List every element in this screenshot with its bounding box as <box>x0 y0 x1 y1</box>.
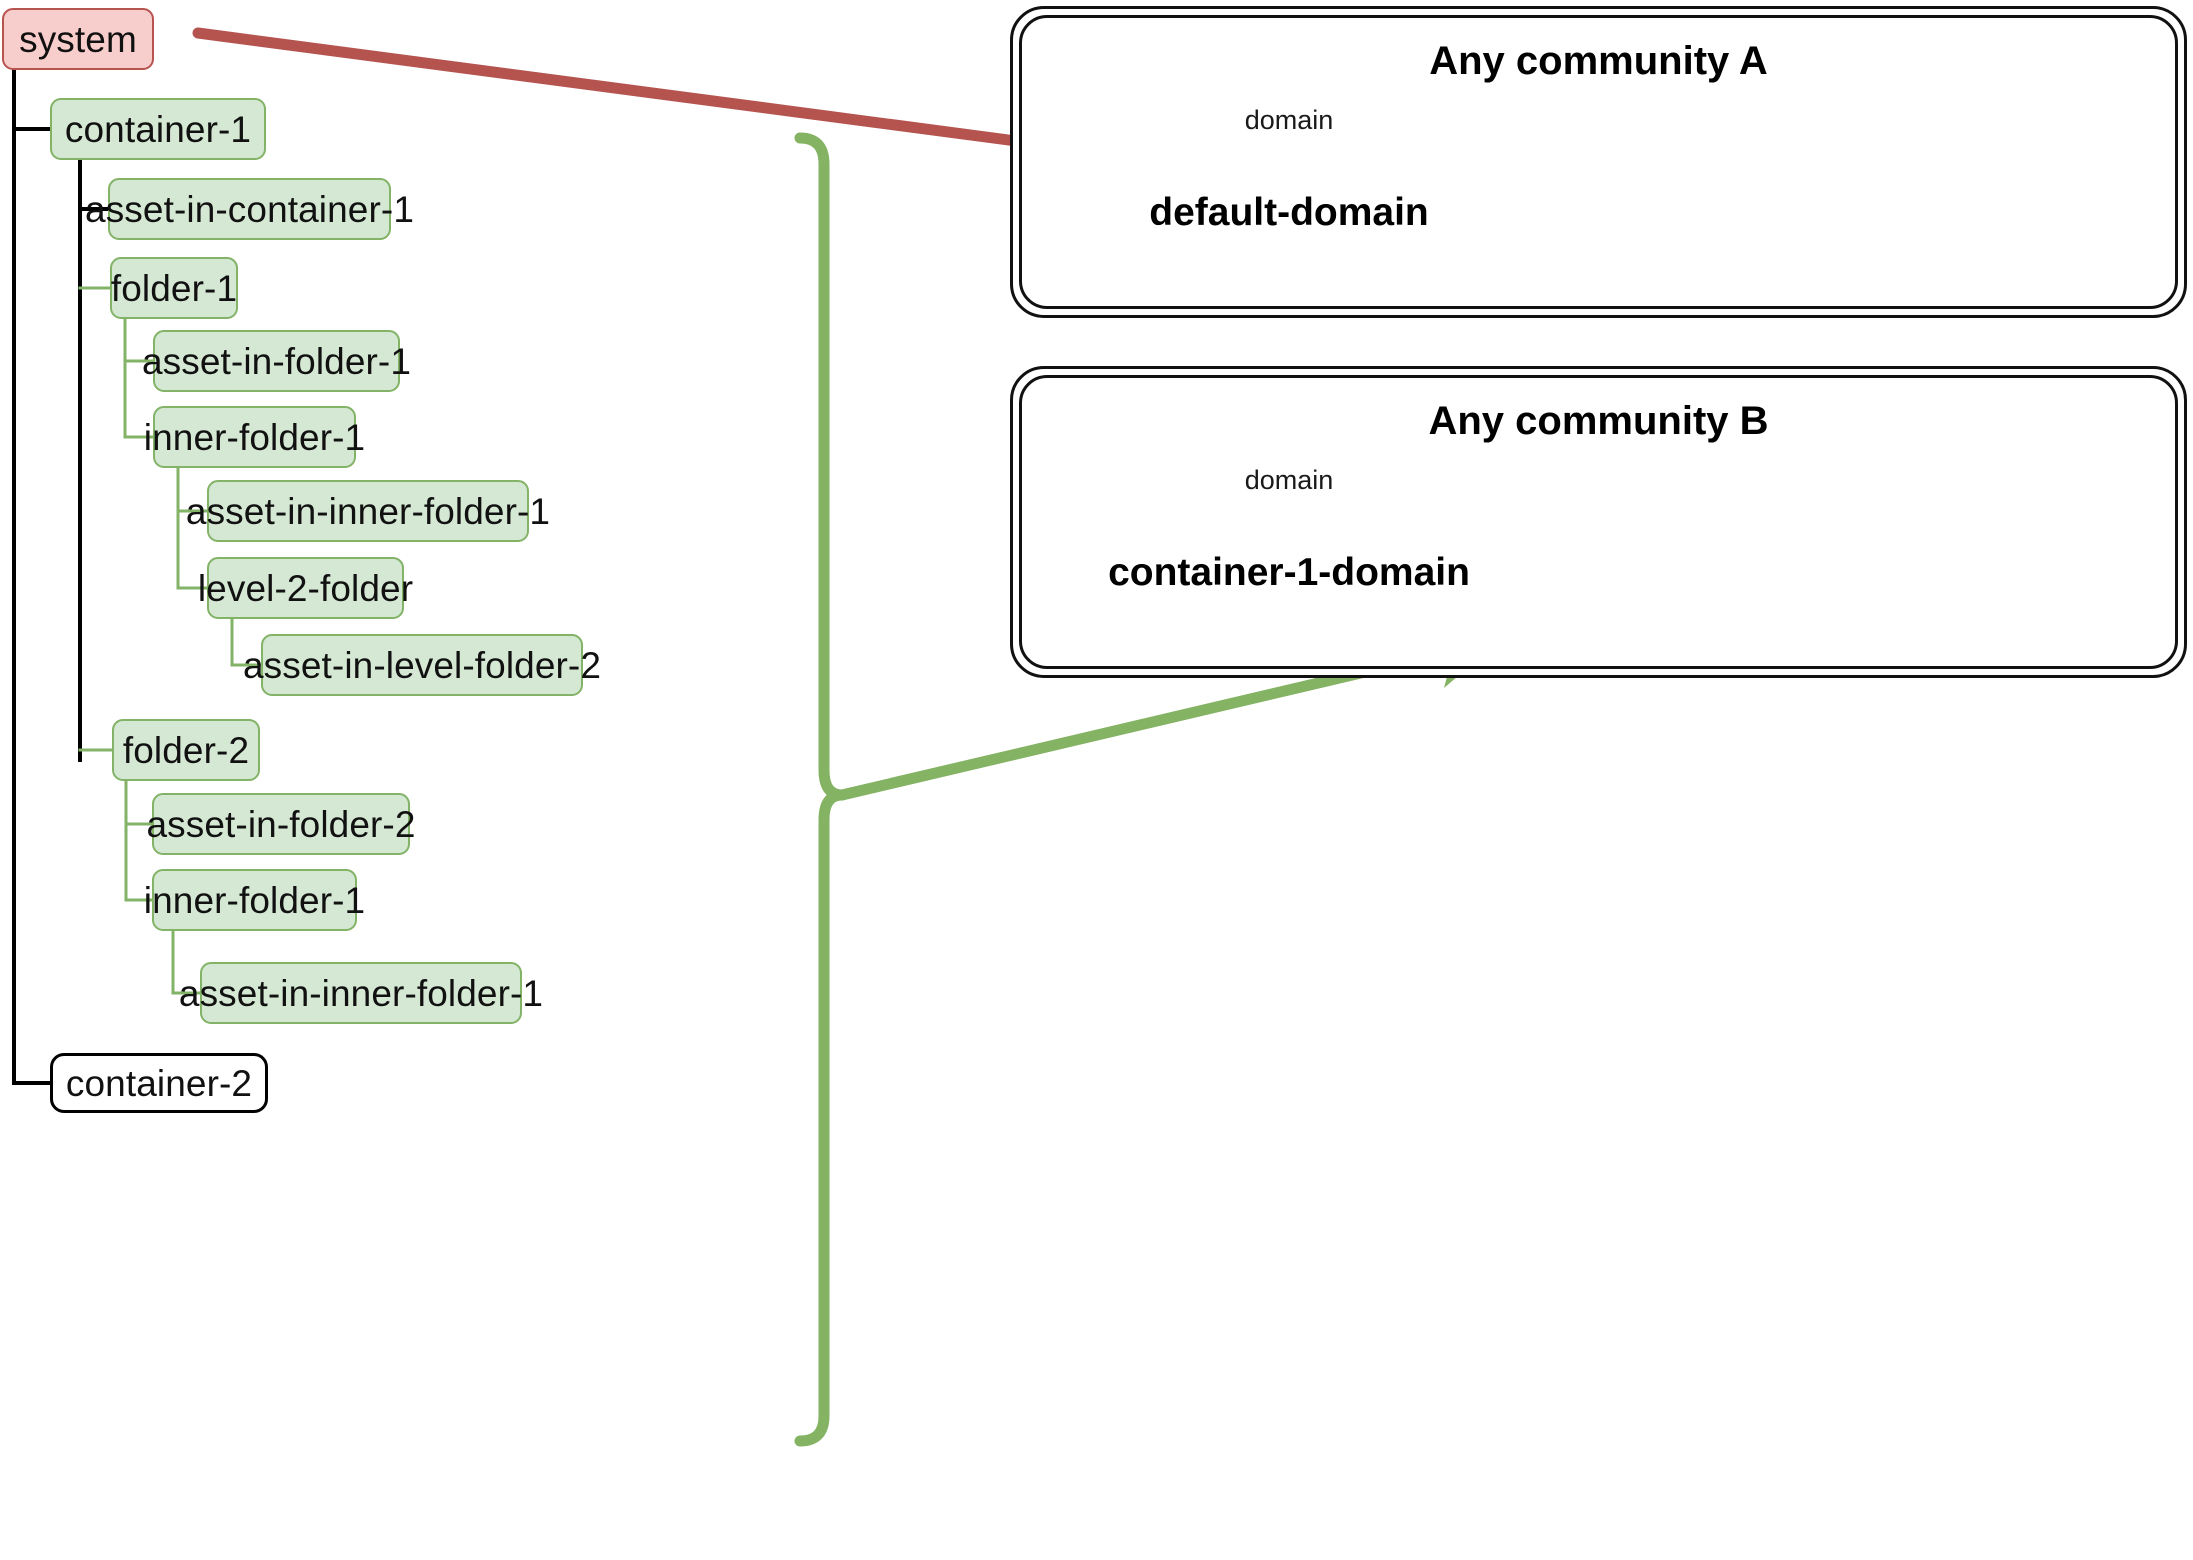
tree-node-label: inner-folder-1 <box>143 416 366 458</box>
community-a-title: Any community A <box>1429 39 1768 83</box>
tree-node-label: container-1 <box>64 108 252 150</box>
tree-node-label: level-2-folder <box>197 567 414 609</box>
tree-node-label: asset-in-folder-1 <box>141 340 412 382</box>
domain-box-b[interactable]: domain container-1-domain <box>1070 453 1508 645</box>
tree-node-label: system <box>19 18 137 60</box>
tree-node-label: inner-folder-1 <box>143 879 366 921</box>
subtree-brace <box>794 132 848 1447</box>
domain-b-stereotype-label: domain <box>1244 465 1334 495</box>
tree-node-label: asset-in-folder-2 <box>146 803 416 845</box>
tree-node-level-2-folder[interactable]: level-2-folder <box>198 557 413 619</box>
tree-node-inner-folder-1[interactable]: inner-folder-1 <box>144 406 365 468</box>
tree-node-label: asset-in-inner-folder-1 <box>185 490 551 532</box>
tree-node-container-1[interactable]: container-1 <box>50 98 266 160</box>
domain-a-stereotype-label: domain <box>1244 105 1334 135</box>
tree-node-asset-in-inner-folder-1[interactable]: asset-in-inner-folder-1 <box>179 962 543 1024</box>
tree-node-label: asset-in-inner-folder-1 <box>178 972 544 1014</box>
tree-node-asset-in-inner-folder-1[interactable]: asset-in-inner-folder-1 <box>186 480 550 542</box>
tree-node-folder-1[interactable]: folder-1 <box>110 257 238 319</box>
tree-node-container-2[interactable]: container-2 <box>50 1053 268 1113</box>
tree-node-folder-2[interactable]: folder-2 <box>112 719 260 781</box>
tree-node-asset-in-folder-2[interactable]: asset-in-folder-2 <box>146 793 415 855</box>
tree-edges-black <box>12 68 110 1085</box>
tree-node-label: container-2 <box>65 1062 253 1104</box>
domain-b-name: container-1-domain <box>1108 551 1470 594</box>
tree-node-label: folder-1 <box>110 267 238 309</box>
tree-node-label: asset-in-level-folder-2 <box>242 644 602 686</box>
community-b-title: Any community B <box>1428 399 1769 443</box>
domain-a-name: default-domain <box>1149 191 1429 234</box>
tree-node-asset-in-folder-1[interactable]: asset-in-folder-1 <box>142 330 411 392</box>
tree-node-asset-in-level-folder-2[interactable]: asset-in-level-folder-2 <box>243 634 601 696</box>
tree-node-label: asset-in-container-1 <box>85 188 414 230</box>
tree-node-label: folder-2 <box>122 729 250 771</box>
tree-edges-green <box>78 286 263 995</box>
tree-node-asset-in-container-1[interactable]: asset-in-container-1 <box>85 178 414 240</box>
tree-node-inner-folder-1[interactable]: inner-folder-1 <box>144 869 365 931</box>
domain-box-a[interactable]: domain default-domain <box>1070 93 1508 285</box>
tree-node-system[interactable]: system <box>2 8 154 70</box>
